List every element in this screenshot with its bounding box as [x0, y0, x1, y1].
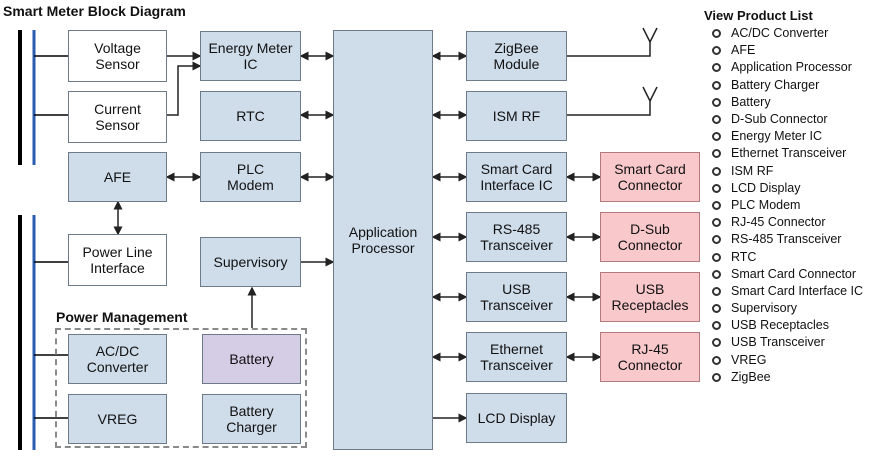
product-list-item[interactable]: Application Processor	[712, 59, 863, 76]
bullet-icon	[712, 115, 721, 125]
bullet-icon	[712, 321, 721, 331]
bullet-icon	[712, 149, 721, 159]
battery-block: Battery	[202, 334, 301, 384]
product-list-item[interactable]: ISM RF	[712, 163, 863, 180]
power-line-bus	[18, 30, 68, 450]
bullet-icon	[712, 29, 721, 39]
bullet-icon	[712, 218, 721, 228]
product-list-item[interactable]: AFE	[712, 42, 863, 59]
product-list-title[interactable]: View Product List	[704, 8, 813, 23]
power-line-interface-block: Power Line Interface	[68, 234, 167, 286]
product-list-item[interactable]: RS-485 Transceiver	[712, 231, 863, 248]
bullet-icon	[712, 46, 721, 56]
bullet-icon	[712, 304, 721, 314]
bullet-icon	[712, 338, 721, 348]
zigbee-module-block: ZigBee Module	[466, 31, 567, 81]
product-list: AC/DC Converter AFE Application Processo…	[712, 25, 863, 386]
bullet-icon	[712, 286, 721, 296]
bullet-icon	[712, 183, 721, 193]
usb-transceiver-block: USB Transceiver	[466, 272, 567, 322]
usb-receptacles-block: USB Receptacles	[600, 272, 700, 322]
product-list-item[interactable]: Supervisory	[712, 300, 863, 317]
product-list-item[interactable]: PLC Modem	[712, 197, 863, 214]
product-list-item[interactable]: VREG	[712, 352, 863, 369]
power-management-frame	[55, 328, 307, 448]
antenna-icon	[642, 27, 658, 103]
battery-charger-block: Battery Charger	[202, 394, 301, 444]
ism-rf-block: ISM RF	[466, 91, 567, 141]
bullet-icon	[712, 97, 721, 107]
bullet-icon	[712, 372, 721, 382]
product-list-item[interactable]: Smart Card Connector	[712, 266, 863, 283]
power-management-label: Power Management	[56, 309, 188, 325]
voltage-sensor-block: Voltage Sensor	[68, 30, 167, 82]
plc-modem-block: PLC Modem	[200, 152, 301, 202]
product-list-item[interactable]: RJ-45 Connector	[712, 214, 863, 231]
product-list-item[interactable]: D-Sub Connector	[712, 111, 863, 128]
product-list-item[interactable]: Ethernet Transceiver	[712, 145, 863, 162]
bullet-icon	[712, 235, 721, 245]
bullet-icon	[712, 200, 721, 210]
vreg-block: VREG	[68, 394, 167, 444]
smart-card-interface-ic-block: Smart Card Interface IC	[466, 152, 567, 202]
bullet-icon	[712, 355, 721, 365]
bullet-icon	[712, 132, 721, 142]
bullet-icon	[712, 269, 721, 279]
smart-card-connector-block: Smart Card Connector	[600, 152, 700, 202]
product-list-item[interactable]: Energy Meter IC	[712, 128, 863, 145]
afe-block: AFE	[68, 152, 167, 202]
bullet-icon	[712, 80, 721, 90]
ethernet-transceiver-block: Ethernet Transceiver	[466, 332, 567, 382]
bullet-icon	[712, 166, 721, 176]
current-sensor-block: Current Sensor	[68, 91, 167, 143]
product-list-item[interactable]: AC/DC Converter	[712, 25, 863, 42]
diagram-title: Smart Meter Block Diagram	[3, 3, 186, 19]
product-list-item[interactable]: ZigBee	[712, 369, 863, 386]
rj45-connector-block: RJ-45 Connector	[600, 332, 700, 382]
product-list-item[interactable]: Battery	[712, 94, 863, 111]
rtc-block: RTC	[200, 91, 301, 141]
supervisory-block: Supervisory	[200, 237, 301, 287]
rs485-transceiver-block: RS-485 Transceiver	[466, 212, 567, 262]
energy-meter-ic-block: Energy Meter IC	[200, 31, 301, 81]
product-list-item[interactable]: USB Receptacles	[712, 317, 863, 334]
product-list-item[interactable]: Battery Charger	[712, 77, 863, 94]
product-list-item[interactable]: USB Transceiver	[712, 334, 863, 351]
product-list-item[interactable]: RTC	[712, 248, 863, 265]
application-processor-block: Application Processor	[333, 30, 433, 450]
acdc-converter-block: AC/DC Converter	[68, 334, 167, 384]
lcd-display-block: LCD Display	[466, 393, 567, 443]
product-list-item[interactable]: Smart Card Interface IC	[712, 283, 863, 300]
dsub-connector-block: D-Sub Connector	[600, 212, 700, 262]
product-list-item[interactable]: LCD Display	[712, 180, 863, 197]
bullet-icon	[712, 252, 721, 262]
bullet-icon	[712, 63, 721, 73]
